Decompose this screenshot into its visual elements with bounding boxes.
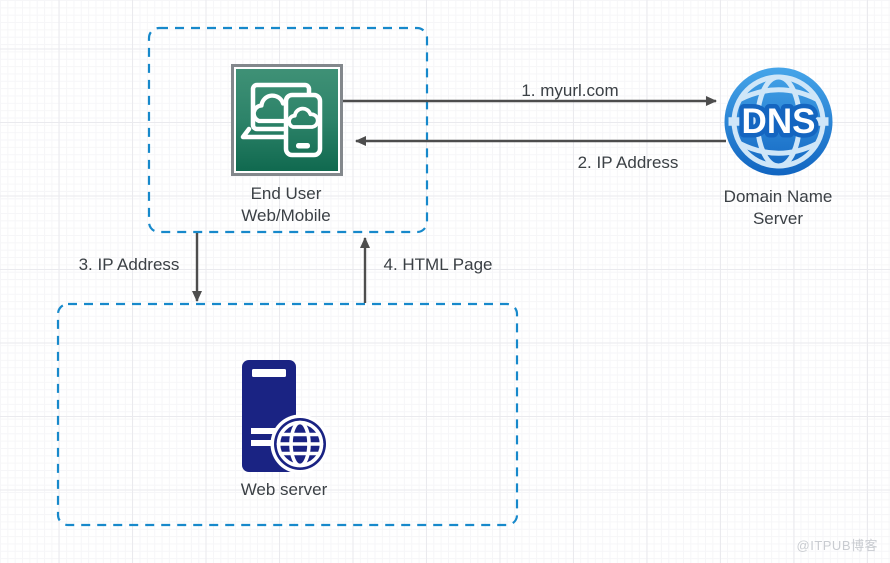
dns-label-line1: Domain Name (723, 187, 833, 206)
web-server-icon (242, 360, 330, 474)
end-user-label-line1: End User (250, 184, 322, 203)
end-user-icon (231, 64, 343, 176)
watermark: @ITPUB博客 (796, 538, 878, 553)
end-user-label-line2: Web/Mobile (241, 206, 331, 225)
smartphone-button (296, 143, 310, 149)
edge-label-ip-address-dns: 2. IP Address (577, 153, 679, 172)
server-slot-2 (251, 440, 281, 446)
dns-label-line2: Server (752, 209, 804, 228)
server-slot-1 (251, 428, 281, 434)
web-server-label: Web server (240, 480, 328, 499)
cloud-small-icon (287, 106, 320, 129)
dns-icon-text: DNS (742, 102, 816, 141)
edge-label-ip-address-webserver: 3. IP Address (78, 255, 180, 274)
globe-wireframe (728, 74, 829, 169)
end-user-group-box (147, 26, 429, 234)
dns-label: Domain Name Server (678, 186, 878, 230)
laptop-base (240, 126, 299, 140)
end-user-label: End User Web/Mobile (186, 183, 386, 227)
server-globe-icon (270, 414, 330, 474)
dns-globe-icon: DNS (724, 67, 833, 176)
edge-label-html-page: 4. HTML Page (383, 255, 493, 274)
edge-label-myurl: 1. myurl.com (521, 81, 619, 100)
server-slot-top (252, 369, 286, 377)
